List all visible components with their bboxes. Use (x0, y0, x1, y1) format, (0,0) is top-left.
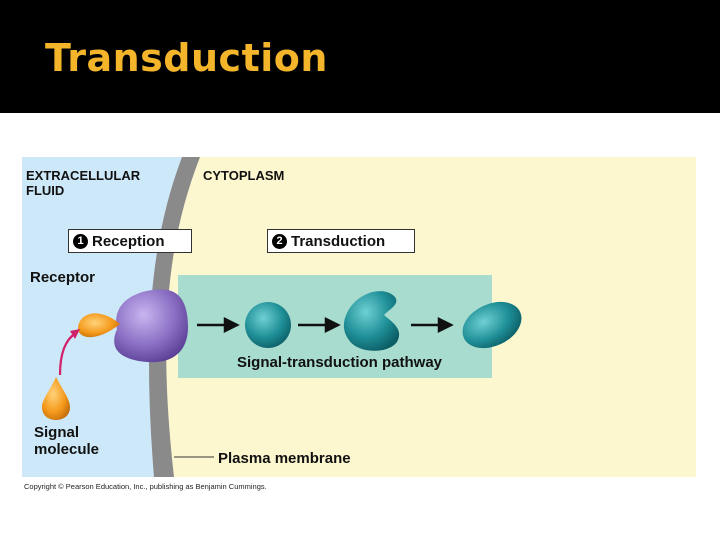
bound-signal-molecule (77, 313, 120, 338)
transduction-step-label: Transduction (291, 232, 386, 250)
free-signal-molecule (42, 377, 70, 420)
slide-title: Transduction (45, 36, 328, 80)
signal-transduction-figure: EXTRACELLULAR FLUID CYTOPLASM 1 Receptio… (22, 157, 696, 477)
copyright-notice: Copyright © Pearson Education, Inc., pub… (24, 482, 267, 491)
plasma-membrane-label: Plasma membrane (218, 450, 351, 467)
title-bar: Transduction (0, 0, 720, 113)
reception-step-label: Reception (92, 232, 165, 250)
signal-molecule-label: Signal molecule (34, 424, 100, 458)
relay-molecule-1 (245, 302, 291, 348)
pathway-arrows (197, 316, 454, 334)
extracellular-label: EXTRACELLULAR FLUID (26, 168, 141, 198)
binding-arrowhead (70, 329, 80, 339)
cytoplasm-label: CYTOPLASM (203, 168, 285, 183)
transduction-step-box: 2 Transduction (267, 229, 415, 253)
figure-illustration (22, 157, 696, 477)
receptor-protein (114, 289, 188, 363)
receptor-label: Receptor (30, 269, 96, 286)
relay-molecule-3 (462, 301, 522, 349)
pathway-label: Signal-transduction pathway (237, 354, 443, 371)
step-number-2: 2 (272, 233, 287, 249)
reception-step-box: 1 Reception (68, 229, 192, 253)
relay-molecule-2 (343, 291, 400, 351)
step-number-1: 1 (73, 233, 88, 249)
